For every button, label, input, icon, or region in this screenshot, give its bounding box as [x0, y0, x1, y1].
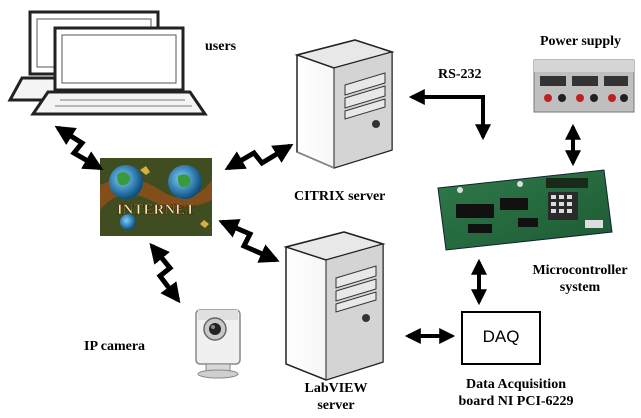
users-internet-link: [54, 125, 104, 171]
internet-camera-link: [149, 242, 181, 304]
server-icon: [283, 231, 386, 381]
microcontroller-label-line2: system: [559, 280, 601, 295]
power-supply-label: Power supply: [540, 34, 622, 49]
laptop-icon: [7, 10, 208, 116]
microcontroller-label: Microcontroller system: [518, 262, 641, 296]
labview-label-line2: server: [317, 398, 355, 413]
power-supply-icon: [533, 59, 635, 113]
globe-icon: [100, 158, 212, 236]
ip-camera-label: IP camera: [84, 339, 146, 354]
server-icon: [294, 39, 395, 169]
daq-box: [461, 311, 541, 365]
daq-caption-line2: board NI PCI-6229: [458, 394, 574, 409]
rs232-label: RS-232: [438, 67, 482, 82]
daq-caption-line1: Data Acquisition: [466, 377, 566, 392]
labview-label-line1: LabVIEW: [304, 381, 368, 396]
daq-label: DAQ: [482, 327, 520, 346]
internet-label: INTERNET: [117, 202, 195, 218]
rs232-link: [408, 89, 491, 141]
internet-citrix-link: [224, 143, 294, 171]
internet-labview-link: [218, 219, 280, 263]
camera-icon: [195, 309, 241, 379]
citrix-label: CITRIX server: [294, 189, 386, 204]
users-label: users: [205, 39, 237, 54]
microcontroller-label-line1: Microcontroller: [532, 263, 628, 278]
daq-caption: Data Acquisition board NI PCI-6229: [432, 376, 600, 410]
labview-label: LabVIEW server: [286, 380, 386, 414]
circuit-board-icon: [437, 169, 613, 251]
